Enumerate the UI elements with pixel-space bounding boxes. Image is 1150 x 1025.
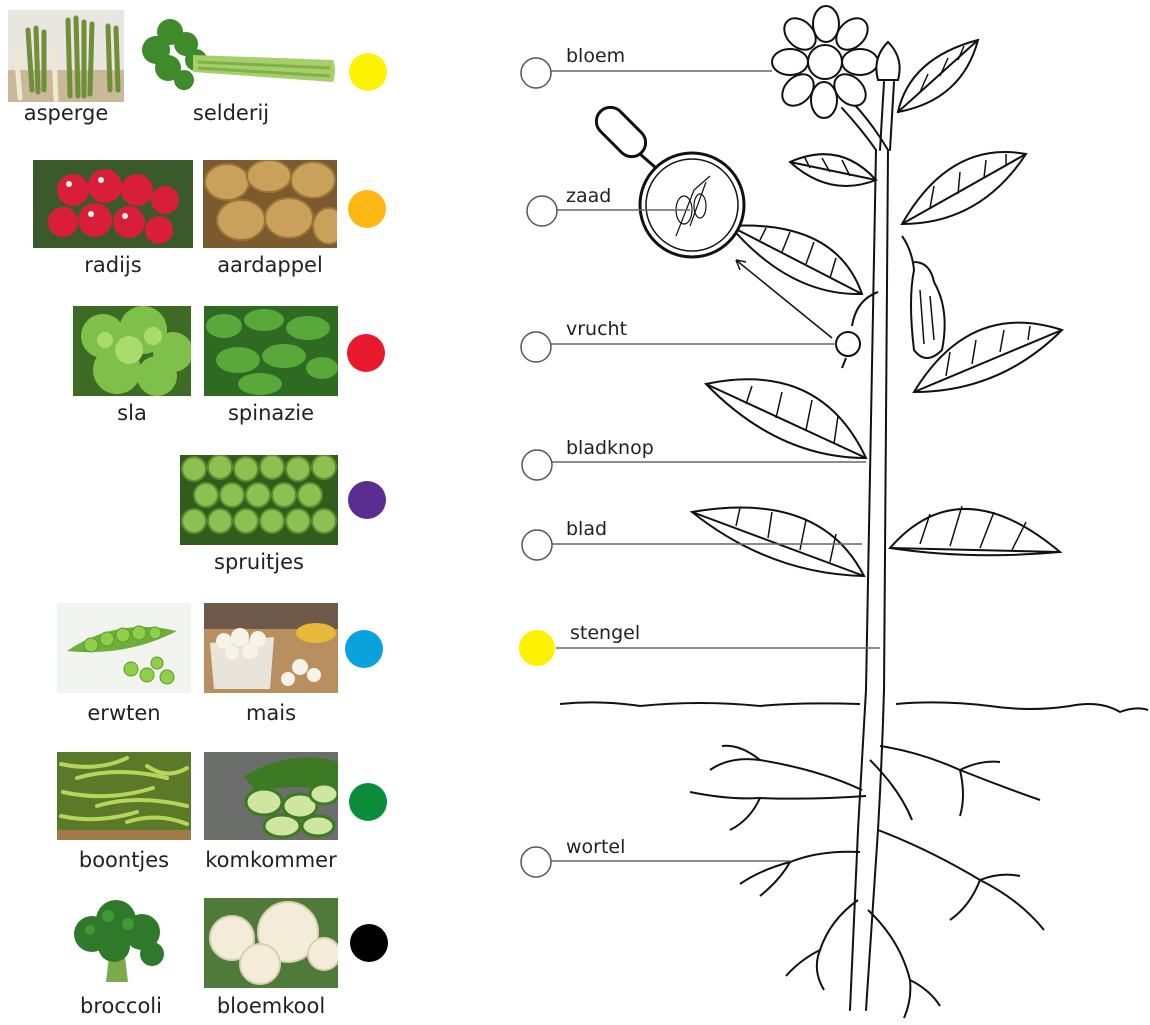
part-label-bloem: bloem xyxy=(566,45,625,67)
fruit-drawing xyxy=(836,332,860,356)
answer-circle-bloem[interactable] xyxy=(521,58,551,88)
seed-magnifier xyxy=(591,102,744,257)
answer-circle-bladknop[interactable] xyxy=(522,450,552,480)
part-label-wortel: wortel xyxy=(566,836,625,858)
part-label-blad: blad xyxy=(566,518,607,540)
answer-circle-vrucht[interactable] xyxy=(521,332,551,362)
answer-circle-stengel[interactable] xyxy=(519,630,555,666)
flower-drawing xyxy=(772,6,878,118)
roots-drawing xyxy=(690,746,1044,1018)
answer-circle-wortel[interactable] xyxy=(521,847,551,877)
part-label-vrucht: vrucht xyxy=(566,318,627,340)
part-label-zaad: zaad xyxy=(566,185,611,207)
leaves-drawing xyxy=(692,40,1062,576)
part-label-stengel: stengel xyxy=(570,622,640,644)
flower-bud-drawing xyxy=(876,42,899,80)
answer-circle-zaad[interactable] xyxy=(527,196,557,226)
ground-line xyxy=(560,702,1148,712)
part-label-bladknop: bladknop xyxy=(566,437,654,459)
answer-circle-blad[interactable] xyxy=(522,530,552,560)
